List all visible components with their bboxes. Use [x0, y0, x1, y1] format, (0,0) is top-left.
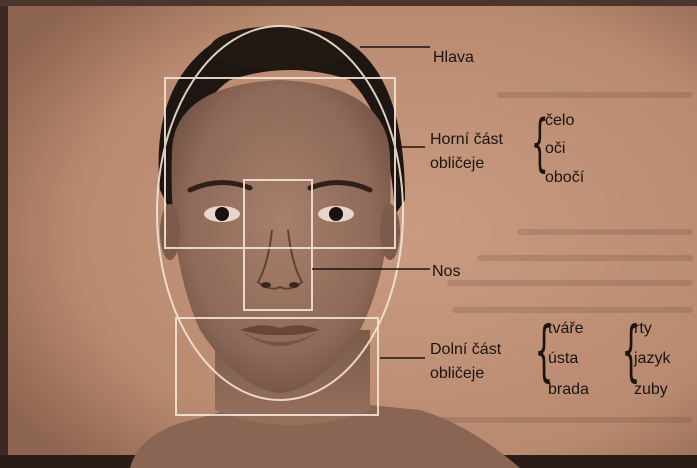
label-head: Hlava [433, 50, 474, 66]
left-iris [215, 207, 229, 221]
upper-part-eyes: oči [545, 141, 565, 157]
page-edge-left [0, 0, 8, 468]
left-nostril [261, 282, 271, 288]
left-ear [160, 204, 180, 260]
lower-part-mouth: ústa [548, 351, 578, 367]
lower-part-chin: brada [548, 382, 589, 398]
right-iris [329, 207, 343, 221]
label-nose: Nos [432, 264, 460, 280]
hair-top [210, 26, 350, 70]
label-upper-face-line2: obličeje [430, 156, 484, 172]
upper-part-forehead: čelo [545, 113, 574, 129]
page-edge-top [0, 0, 697, 6]
upper-part-eyebrows: obočí [545, 170, 584, 186]
right-ear [380, 204, 400, 260]
lower-part-cheeks: tváře [548, 321, 584, 337]
mouth-part-lips: rty [634, 321, 652, 337]
label-upper-face-line1: Horní část [430, 132, 503, 148]
mouth-part-tongue: jazyk [634, 351, 670, 367]
label-lower-face-line1: Dolní část [430, 342, 501, 358]
mouth-part-teeth: zuby [634, 382, 668, 398]
label-lower-face-line2: obličeje [430, 366, 484, 382]
right-nostril [289, 282, 299, 288]
